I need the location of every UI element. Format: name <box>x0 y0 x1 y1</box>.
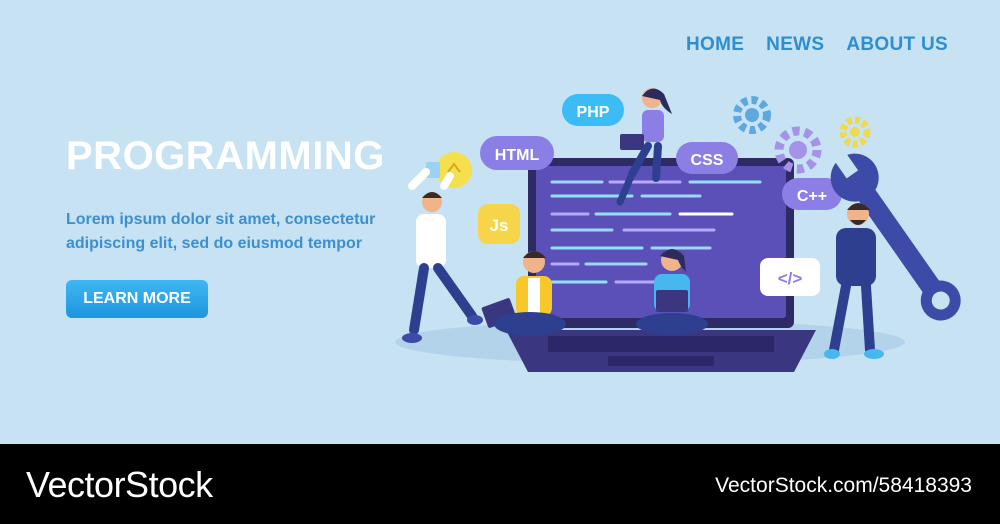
nav-news-link[interactable]: NEWS <box>766 34 825 55</box>
footer-brand-logo: VectorStock <box>26 464 213 505</box>
banner: HOME NEWS ABOUT US PROGRAMMING Lorem ips… <box>0 0 1000 444</box>
nav-home-link[interactable]: HOME <box>685 34 745 55</box>
gear-icon <box>839 116 871 148</box>
tag-css-label: CSS <box>691 152 724 169</box>
hero-description: Lorem ipsum dolor sit amet, consectetur … <box>66 211 376 252</box>
tag-html-label: HTML <box>495 147 540 164</box>
code-lines <box>550 180 762 284</box>
watermark-footer: VectorStock VectorStock.com/58418393 <box>0 444 1000 524</box>
tag-js-label: Js <box>490 216 509 235</box>
tag-js: Js <box>478 204 520 244</box>
top-nav: HOME NEWS ABOUT US <box>686 34 948 56</box>
hero-title: PROGRAMMING <box>66 134 385 178</box>
programming-illustration: PHP HTML CSS C++ Js </> <box>395 88 961 372</box>
tag-php: PHP <box>562 94 624 126</box>
person-yellow-jacket <box>481 251 566 336</box>
person-with-bulb <box>402 168 483 343</box>
tag-html: HTML <box>480 136 554 170</box>
tag-css: CSS <box>676 142 738 174</box>
tag-code: </> <box>760 258 820 296</box>
person-sitting-center <box>636 249 708 335</box>
wrench-icon <box>830 152 961 321</box>
tag-code-label: </> <box>778 269 803 288</box>
gear-icon <box>774 126 822 174</box>
nav-about-link[interactable]: ABOUT US <box>846 34 948 55</box>
person-with-wrench <box>824 203 884 359</box>
learn-more-button[interactable]: LEARN MORE <box>66 280 208 318</box>
tag-cpp: C++ <box>782 178 842 210</box>
tag-php-label: PHP <box>577 104 610 121</box>
tag-cpp-label: C++ <box>797 188 827 205</box>
footer-image-id: VectorStock.com/58418393 <box>715 474 972 497</box>
gear-icon <box>733 96 771 134</box>
person-sitting-on-laptop <box>616 88 672 206</box>
laptop-illustration <box>506 158 816 372</box>
